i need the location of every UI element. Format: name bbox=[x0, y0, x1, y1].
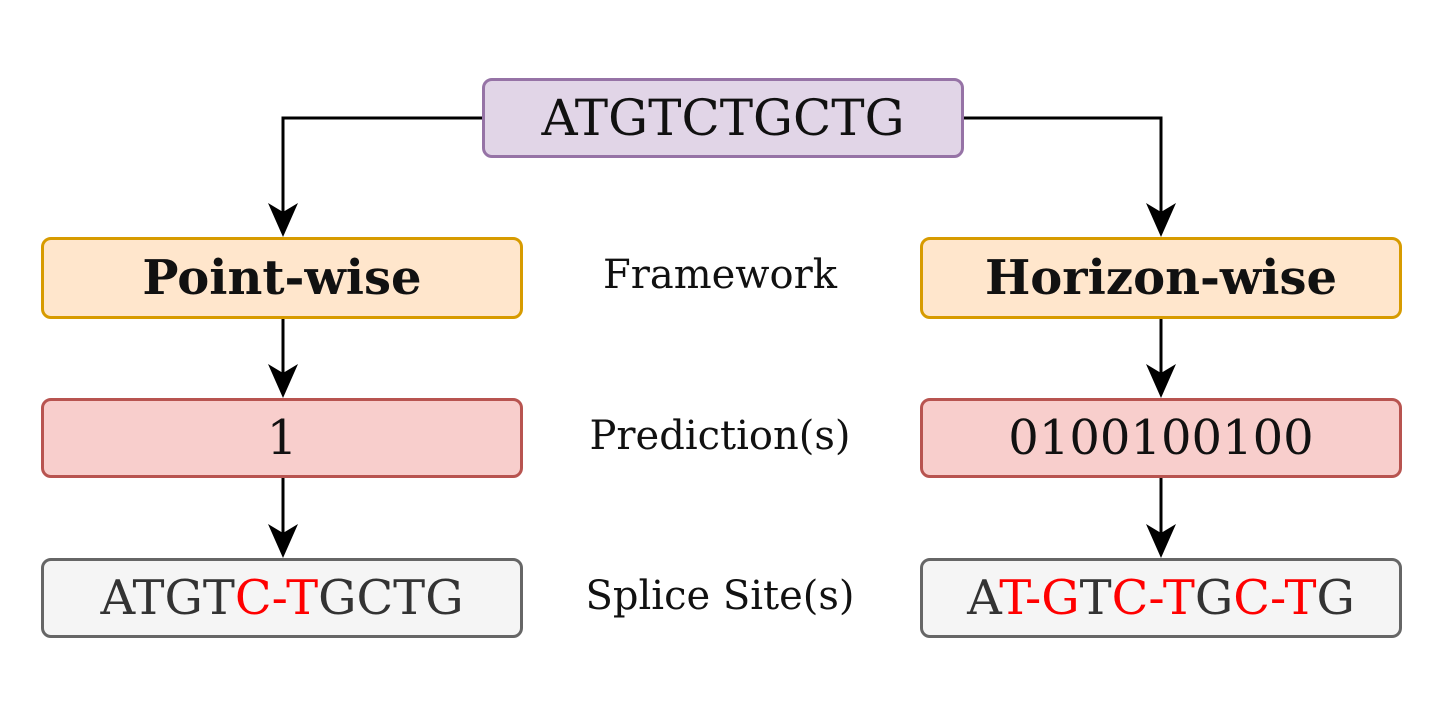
pointwise-framework-label: Point-wise bbox=[142, 250, 422, 306]
arrowhead-horizonwise-to-prediction bbox=[1146, 364, 1176, 398]
edge-root-to-pointwise bbox=[281, 116, 482, 222]
arrowhead-left-prediction-to-site bbox=[268, 524, 298, 558]
pointwise-splice-site-text: ATGTC-TGCTG bbox=[100, 570, 463, 626]
pointwise-prediction-node: 1 bbox=[41, 398, 523, 478]
sequence-segment: T bbox=[1079, 570, 1112, 626]
pointwise-prediction-value: 1 bbox=[266, 410, 298, 466]
sequence-segment: GCTG bbox=[318, 570, 464, 626]
edge-root-to-horizonwise bbox=[964, 116, 1163, 222]
framework-row-label: Framework bbox=[602, 252, 837, 298]
arrowhead-root-to-horizonwise bbox=[1146, 203, 1176, 237]
horizonwise-splice-site-node: AT-GTC-TGC-TG bbox=[920, 558, 1402, 638]
arrowhead-right-prediction-to-site bbox=[1146, 524, 1176, 558]
pointwise-splice-site-node: ATGTC-TGCTG bbox=[41, 558, 523, 638]
splice-site-highlight: C-T bbox=[1111, 570, 1195, 626]
input-sequence-text: ATGTCTGCTG bbox=[541, 89, 905, 147]
sequence-segment: G bbox=[1194, 570, 1234, 626]
splice-site-highlight: C-T bbox=[1233, 570, 1317, 626]
splice-sites-row-label: Splice Site(s) bbox=[585, 573, 855, 619]
sequence-segment: G bbox=[1316, 570, 1355, 626]
sequence-segment: ATGT bbox=[100, 570, 235, 626]
splice-site-highlight: C-T bbox=[234, 570, 319, 626]
predictions-row-label: Prediction(s) bbox=[589, 413, 851, 459]
arrowhead-root-to-pointwise bbox=[268, 203, 298, 237]
horizonwise-splice-site-text: AT-GTC-TGC-TG bbox=[967, 570, 1355, 626]
arrowhead-pointwise-to-prediction bbox=[268, 364, 298, 398]
splice-site-highlight: T-G bbox=[999, 570, 1080, 626]
horizonwise-framework-node: Horizon-wise bbox=[920, 237, 1402, 319]
horizonwise-prediction-node: 0100100100 bbox=[920, 398, 1402, 478]
sequence-segment: A bbox=[967, 570, 1000, 626]
horizonwise-framework-label: Horizon-wise bbox=[984, 250, 1338, 306]
input-sequence-node: ATGTCTGCTG bbox=[482, 78, 964, 158]
horizonwise-prediction-value: 0100100100 bbox=[1008, 410, 1314, 466]
pointwise-framework-node: Point-wise bbox=[41, 237, 523, 319]
